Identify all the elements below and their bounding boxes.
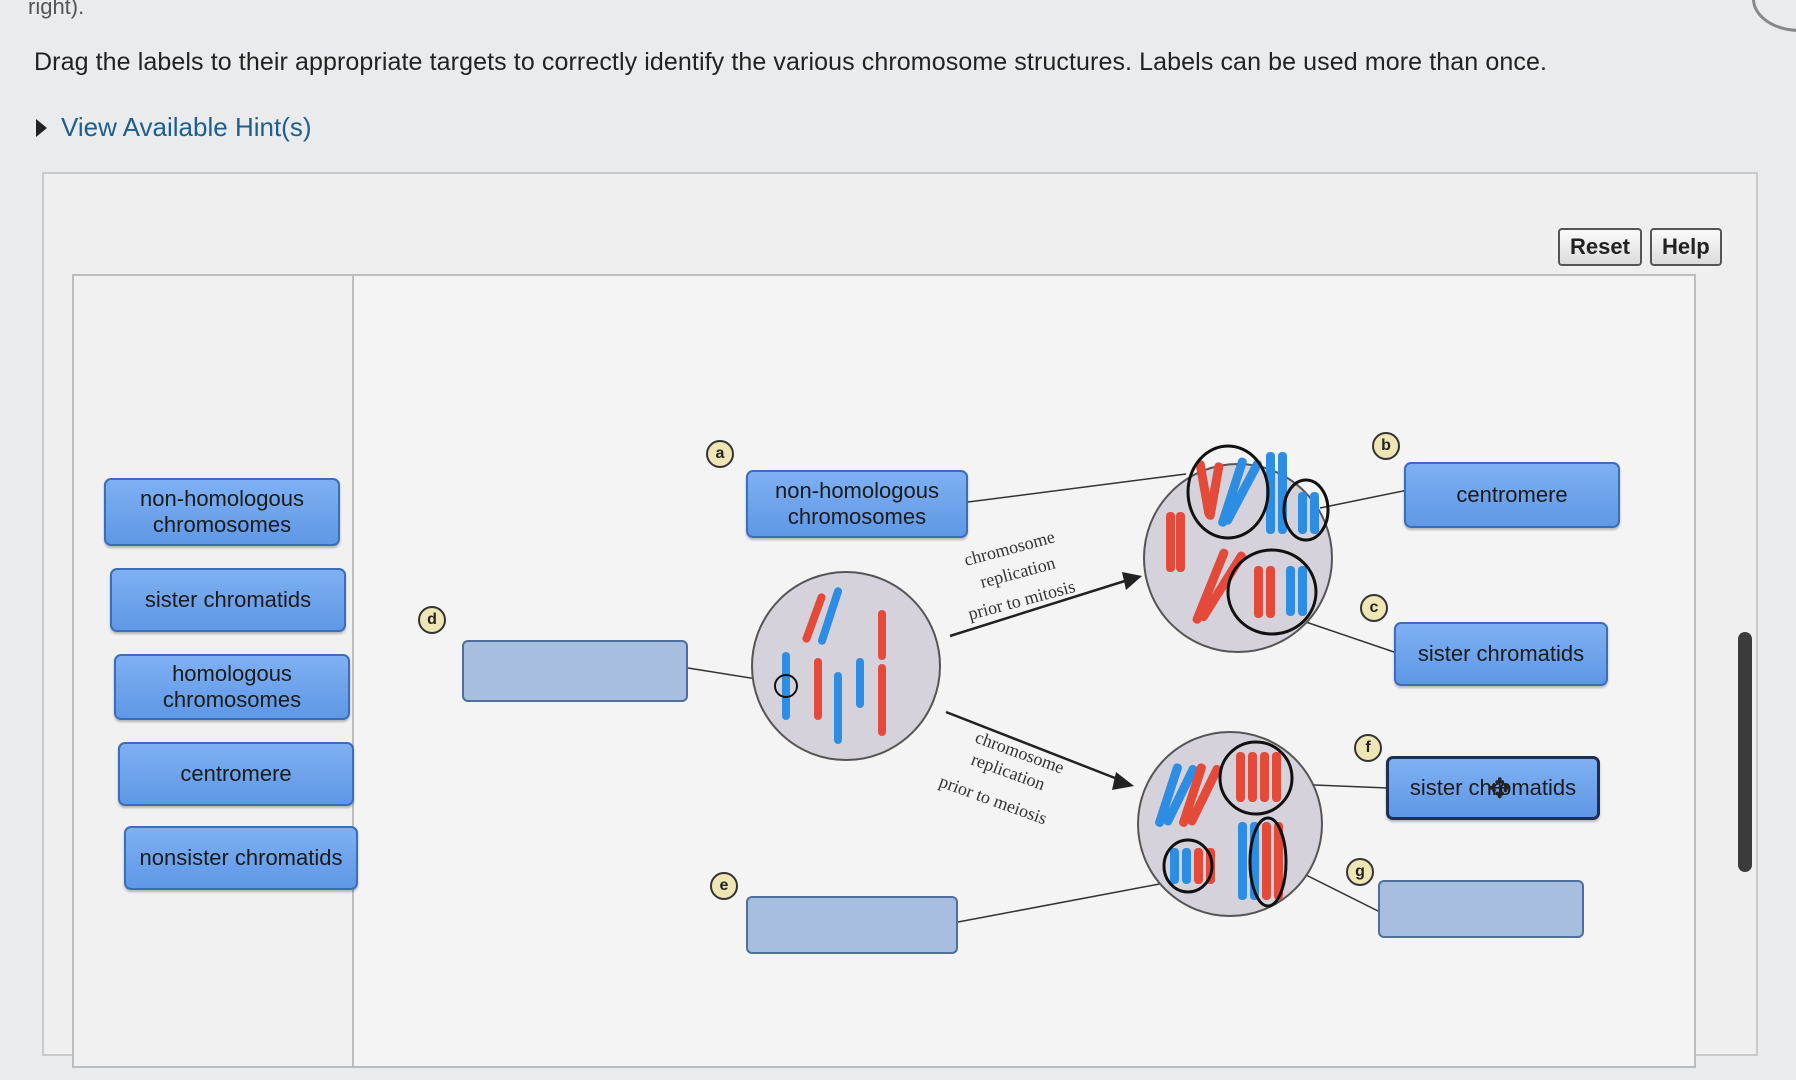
label-text: homologous chromosomes [162,660,302,712]
label-text: non-homologous chromosomes [140,485,304,537]
view-hints-link[interactable]: View Available Hint(s) [36,112,312,143]
target-d-empty[interactable] [462,640,688,702]
meiosis-arrowhead [1112,772,1134,790]
target-c-label: sister chromatids [1417,640,1585,666]
target-e-empty[interactable] [746,896,958,954]
help-button[interactable]: Help [1650,228,1722,266]
leader-line-c [1299,619,1395,653]
target-c-filled[interactable]: sister chromatids [1394,622,1608,686]
mitosis-chromosomes [1166,444,1330,636]
target-b-filled[interactable]: centromere [1404,462,1620,528]
target-g-empty[interactable] [1378,880,1584,938]
label-sister-chromatids[interactable]: sister chromatids [110,568,346,632]
target-letter-a: a [706,440,734,468]
target-letter-d: d [418,606,446,634]
move-cursor-icon: ✥ [1488,773,1512,804]
meiosis-chromosomes [1155,740,1294,908]
label-text: centromere [180,760,292,786]
vertical-scrollbar[interactable] [1738,632,1752,872]
target-letter-g: g [1346,858,1374,886]
target-b-label: centromere [1456,481,1568,507]
leader-line-e [957,881,1171,923]
leader-line-b [1319,489,1409,509]
target-f-label: sister chromatids [1409,774,1577,800]
target-a-filled[interactable]: non-homologous chromosomes [746,470,968,538]
cell-unreplicated [751,571,941,761]
label-centromere[interactable]: centromere [118,742,354,806]
target-letter-c: c [1360,594,1388,622]
instructions-text: Drag the labels to their appropriate tar… [34,48,1547,76]
meiosis-arrow [945,710,1121,782]
target-letter-f: f [1354,734,1382,762]
label-homologous-chromosomes[interactable]: homologous chromosomes [114,654,350,720]
label-non-homologous-chromosomes[interactable]: non-homologous chromosomes [104,478,340,546]
label-nonsister-chromatids[interactable]: nonsister chromatids [124,826,358,890]
target-a-label: non-homologous chromosomes [775,477,939,529]
label-text: nonsister chromatids [139,844,343,870]
expand-triangle-icon [36,118,47,137]
unreplicated-chromosomes [774,587,886,744]
label-text: sister chromatids [144,586,312,612]
target-letter-b: b [1372,432,1400,460]
reset-button[interactable]: Reset [1558,228,1642,266]
leader-line-a [967,473,1187,503]
target-f-filled[interactable]: sister chromatids [1386,756,1600,820]
view-hints-label: View Available Hint(s) [61,112,312,142]
target-letter-e: e [710,872,738,900]
mitosis-arrow [949,578,1129,638]
clipped-previous-text: right). [28,0,85,19]
mitosis-arrowhead [1122,572,1142,590]
